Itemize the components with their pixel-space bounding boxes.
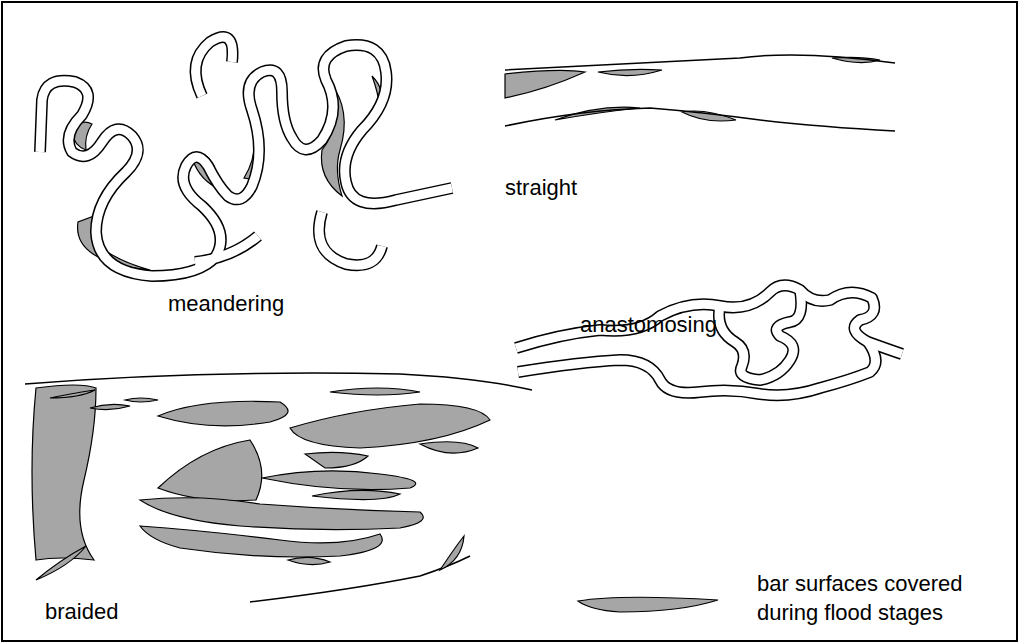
legend-swatch [578,597,718,612]
anastomosing-channel [516,285,902,395]
pattern-name: meandering [168,291,284,316]
pattern-name: anastomosing [580,312,717,337]
pattern-label: braided [45,597,118,626]
pattern-name: straight [505,175,577,200]
legend-entry: bar surfaces covered during flood stages [757,569,993,627]
pattern-label: straight [505,173,577,202]
pattern-label: meandering [168,289,284,318]
pattern-label: anastomosing [580,310,717,339]
pattern-name: braided [45,599,118,624]
straight-channel [505,55,895,131]
legend-text: bar surfaces covered during flood stages [757,571,962,625]
meandering-channel [40,37,452,276]
braided-channel [25,373,532,602]
